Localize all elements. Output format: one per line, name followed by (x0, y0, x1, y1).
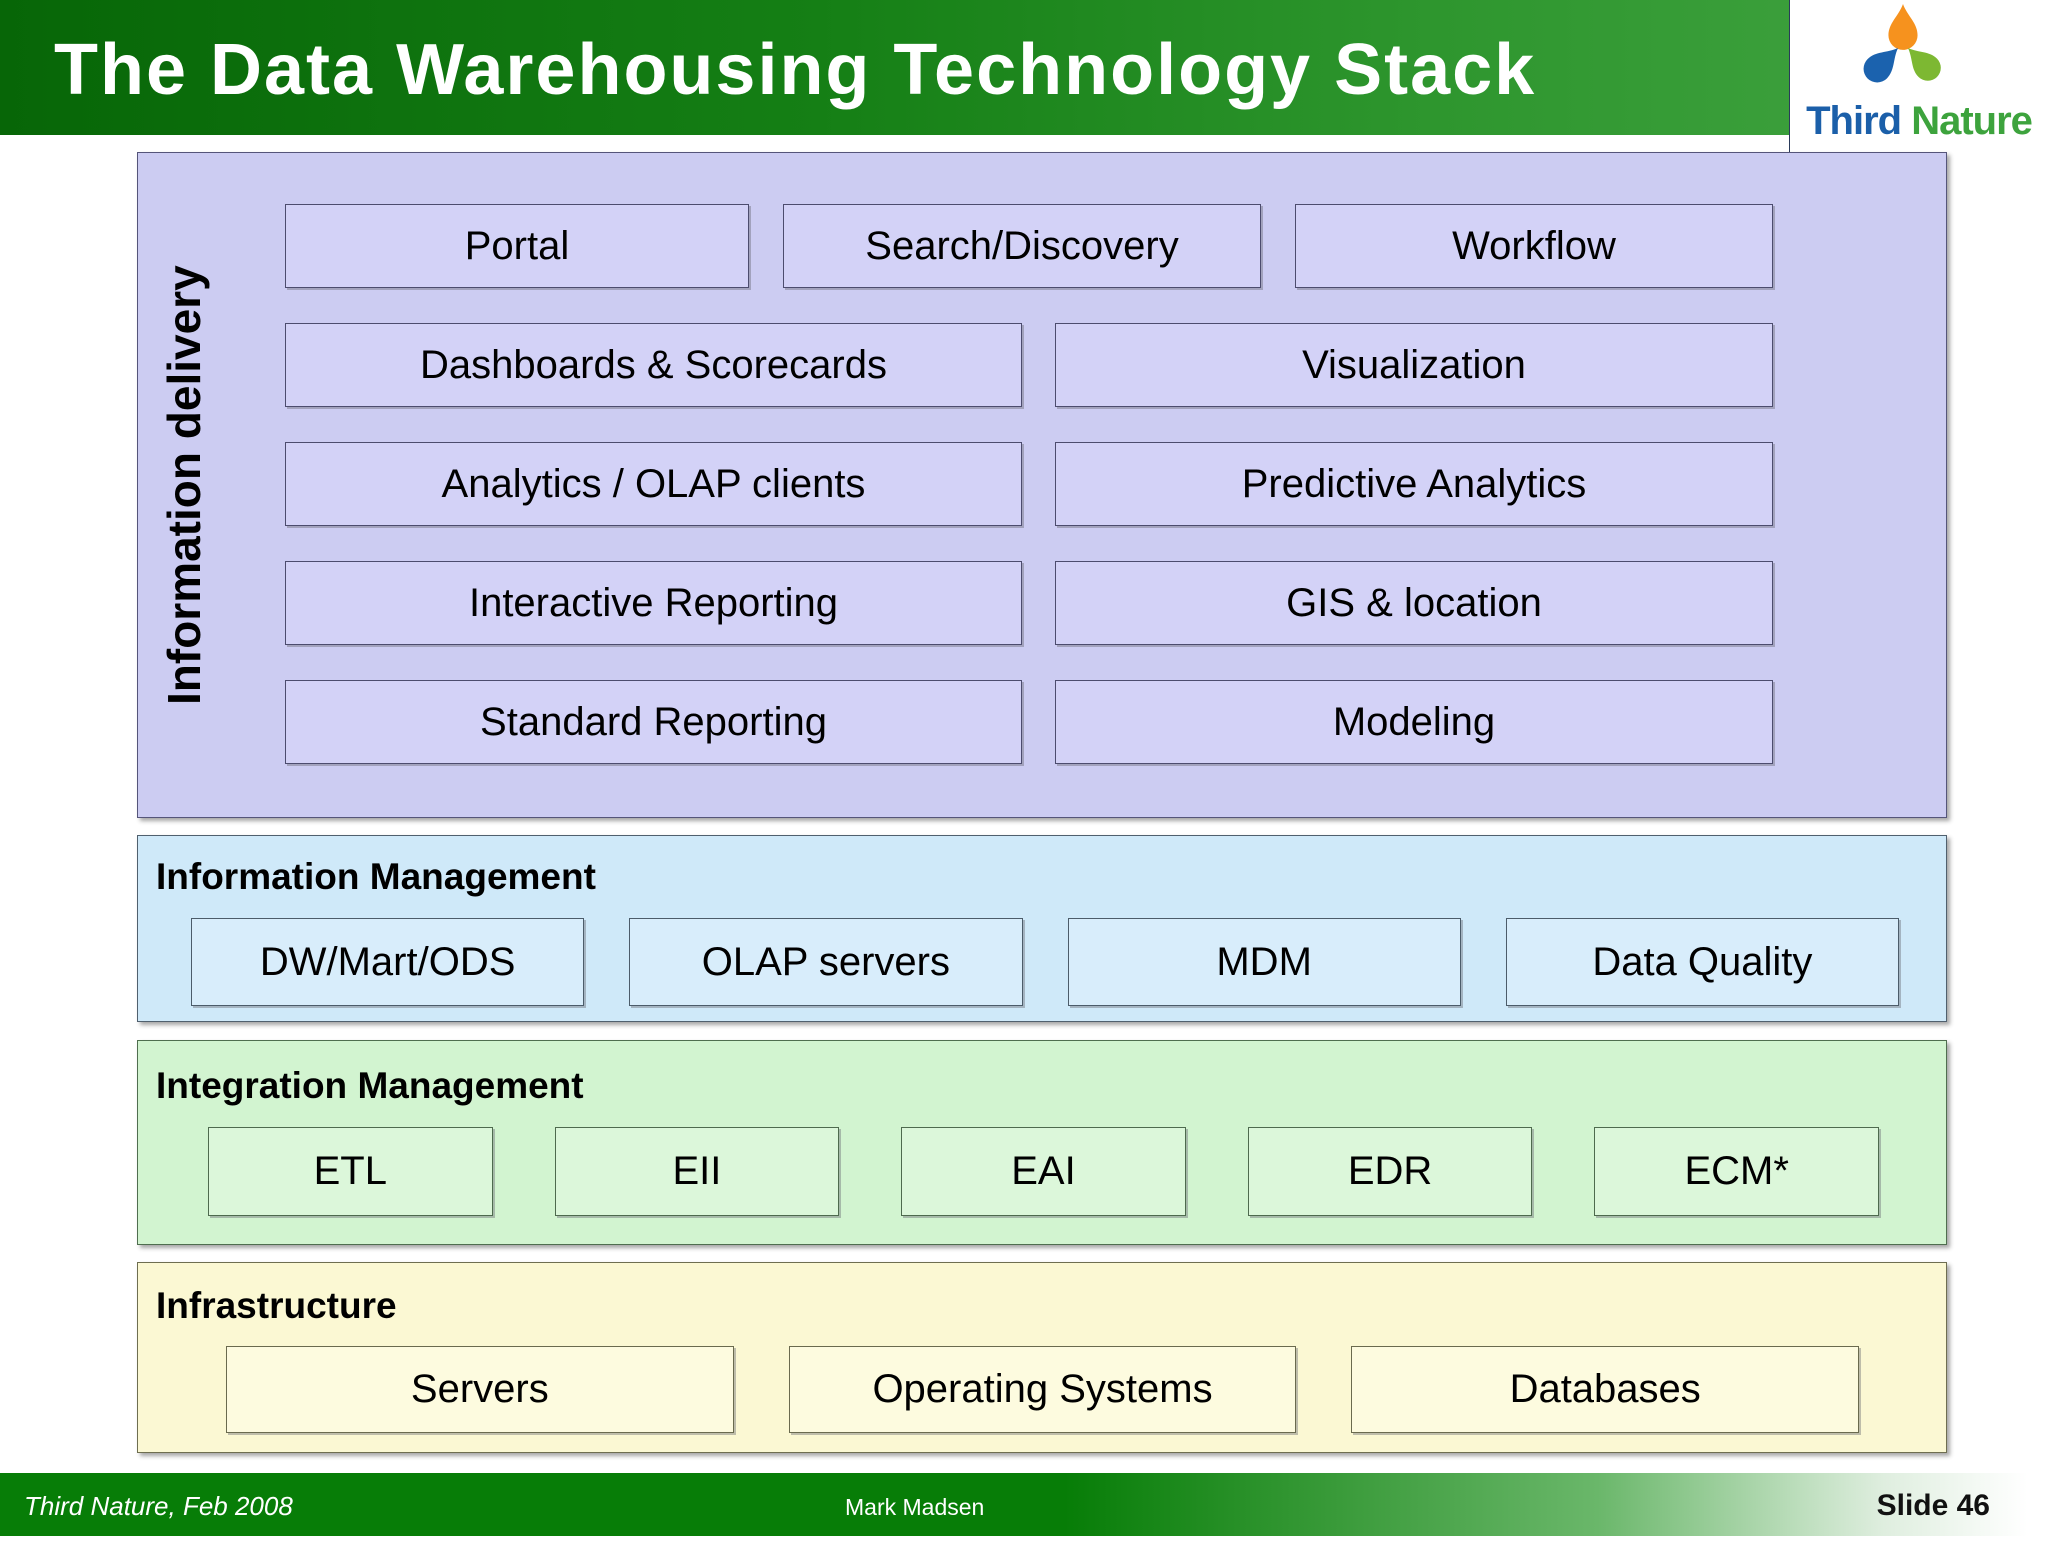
box-operating-systems: Operating Systems (788, 1346, 1297, 1433)
delivery-row-3: Analytics / OLAP clients Predictive Anal… (285, 442, 1773, 526)
box-eai: EAI (901, 1127, 1186, 1216)
box-dashboards-scorecards: Dashboards & Scorecards (285, 323, 1022, 407)
layer-information-delivery: Information delivery Portal Search/Disco… (137, 152, 1947, 818)
layer-integration-management: Integration Management ETL EII EAI EDR E… (137, 1040, 1947, 1245)
infrastructure-title: Infrastructure (156, 1285, 397, 1326)
delivery-row-1: Portal Search/Discovery Workflow (285, 204, 1773, 288)
slide-number: Slide 46 (1876, 1489, 1990, 1522)
information-delivery-rows: Portal Search/Discovery Workflow Dashboa… (285, 204, 1773, 764)
box-search-discovery: Search/Discovery (783, 204, 1261, 288)
layer-infrastructure: Infrastructure Servers Operating Systems… (137, 1262, 1947, 1453)
box-visualization: Visualization (1055, 323, 1773, 407)
delivery-row-4: Interactive Reporting GIS & location (285, 561, 1773, 645)
box-gis-location: GIS & location (1055, 561, 1773, 645)
logo-drops-icon (1863, 4, 1941, 83)
integration-management-boxes: ETL EII EAI EDR ECM* (208, 1127, 1879, 1216)
footer-author: Mark Madsen (845, 1494, 985, 1520)
slide-title: The Data Warehousing Technology Stack (54, 30, 1537, 110)
box-data-quality: Data Quality (1505, 918, 1899, 1006)
box-eii: EII (554, 1127, 840, 1216)
box-databases: Databases (1351, 1346, 1860, 1433)
delivery-row-5: Standard Reporting Modeling (285, 680, 1773, 764)
third-nature-logo: Third Nature (1789, 0, 2048, 152)
box-workflow: Workflow (1295, 204, 1773, 288)
delivery-row-2: Dashboards & Scorecards Visualization (285, 323, 1773, 407)
box-mdm: MDM (1067, 918, 1461, 1006)
logo-word-nature: Nature (1911, 99, 2033, 143)
footer-bar: Third Nature, Feb 2008 Mark Madsen Slide… (0, 1473, 2048, 1536)
box-modeling: Modeling (1055, 680, 1773, 764)
header-bar: The Data Warehousing Technology Stack (0, 0, 2048, 135)
box-servers: Servers (226, 1346, 734, 1433)
infrastructure-boxes: Servers Operating Systems Databases (226, 1346, 1860, 1433)
information-management-title: Information Management (156, 856, 596, 897)
box-dw-mart-ods: DW/Mart/ODS (191, 918, 585, 1006)
logo-word-third: Third (1806, 99, 1902, 143)
box-etl: ETL (208, 1127, 493, 1216)
integration-management-title: Integration Management (156, 1065, 584, 1106)
logo-wordmark: Third Nature (1790, 99, 2048, 144)
box-analytics-olap-clients: Analytics / OLAP clients (285, 442, 1022, 526)
footer-credit: Third Nature, Feb 2008 (24, 1491, 293, 1521)
box-predictive-analytics: Predictive Analytics (1055, 442, 1773, 526)
box-olap-servers: OLAP servers (629, 918, 1023, 1006)
layer-information-management: Information Management DW/Mart/ODS OLAP … (137, 835, 1947, 1022)
box-interactive-reporting: Interactive Reporting (285, 561, 1022, 645)
box-standard-reporting: Standard Reporting (285, 680, 1022, 764)
box-ecm: ECM* (1594, 1127, 1879, 1216)
box-portal: Portal (285, 204, 749, 288)
box-edr: EDR (1247, 1127, 1533, 1216)
information-delivery-label: Information delivery (158, 265, 210, 705)
information-management-boxes: DW/Mart/ODS OLAP servers MDM Data Qualit… (191, 918, 1899, 1006)
